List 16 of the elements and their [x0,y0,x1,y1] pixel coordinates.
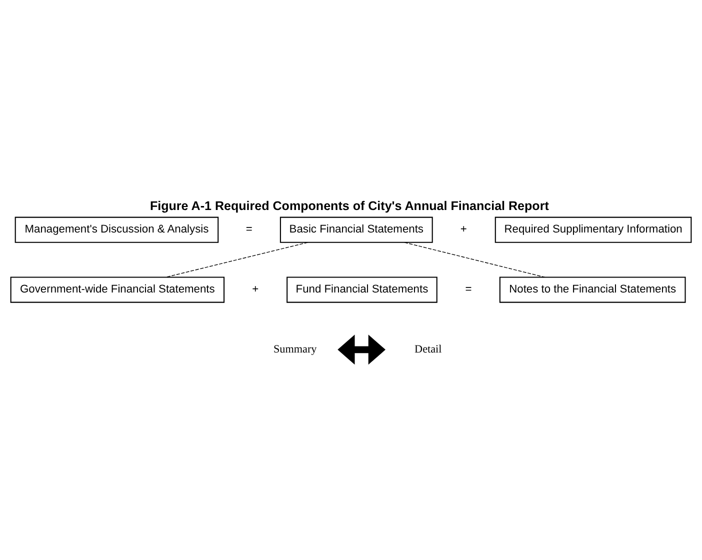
arrow [338,334,386,365]
diagram-title: Figure A-1 Required Components of City's Annual Financial Report [150,198,549,213]
label: = [246,223,252,236]
label: = [465,283,472,296]
node-box: Required Supplimentary Information [494,216,692,243]
node-box: Government-wide Financial Statements [10,276,225,303]
node-text: Detail [414,343,442,356]
node-box: Management's Discussion & Analysis [14,216,219,243]
node-box: Notes to the Financial Statements [499,276,686,303]
connector [404,242,546,278]
node-box: Fund Financial Statements [286,276,438,303]
node-box: Basic Financial Statements [280,216,433,243]
node-text: Summary [273,343,317,356]
label: + [460,223,467,236]
label: + [252,283,259,296]
connector [165,242,308,278]
